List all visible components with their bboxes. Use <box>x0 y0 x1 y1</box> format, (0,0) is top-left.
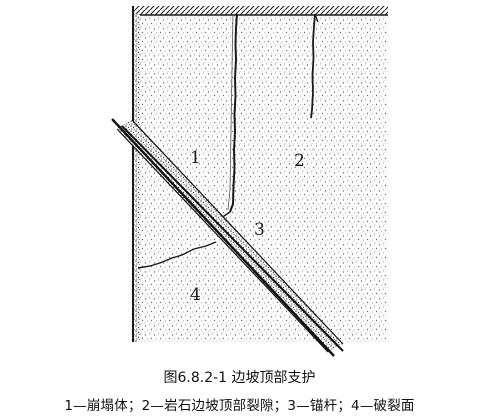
crack-fissure-left-edge <box>227 13 234 211</box>
zone-label-3: 3 <box>254 220 265 240</box>
figure-title: 图6.8.2-1 边坡顶部支护 <box>163 370 316 386</box>
slope-support-diagram: 1 2 3 4 <box>111 6 388 357</box>
crack-fissure-left <box>229 13 238 213</box>
slope-face-band <box>133 14 140 342</box>
zone-label-2: 2 <box>294 151 305 171</box>
zone-label-1: 1 <box>190 148 201 168</box>
crack-fissure-right <box>310 13 316 119</box>
anchor-bolt <box>111 118 344 357</box>
figure-legend: 1—崩塌体；2—岩石边坡顶部裂隙；3—锚杆；4—破裂面 <box>64 398 415 414</box>
crack-fissure-right-branch <box>314 13 319 23</box>
ground-surface-hatch <box>134 6 388 15</box>
zone-label-4: 4 <box>190 285 201 305</box>
fracture-surface <box>137 241 217 269</box>
